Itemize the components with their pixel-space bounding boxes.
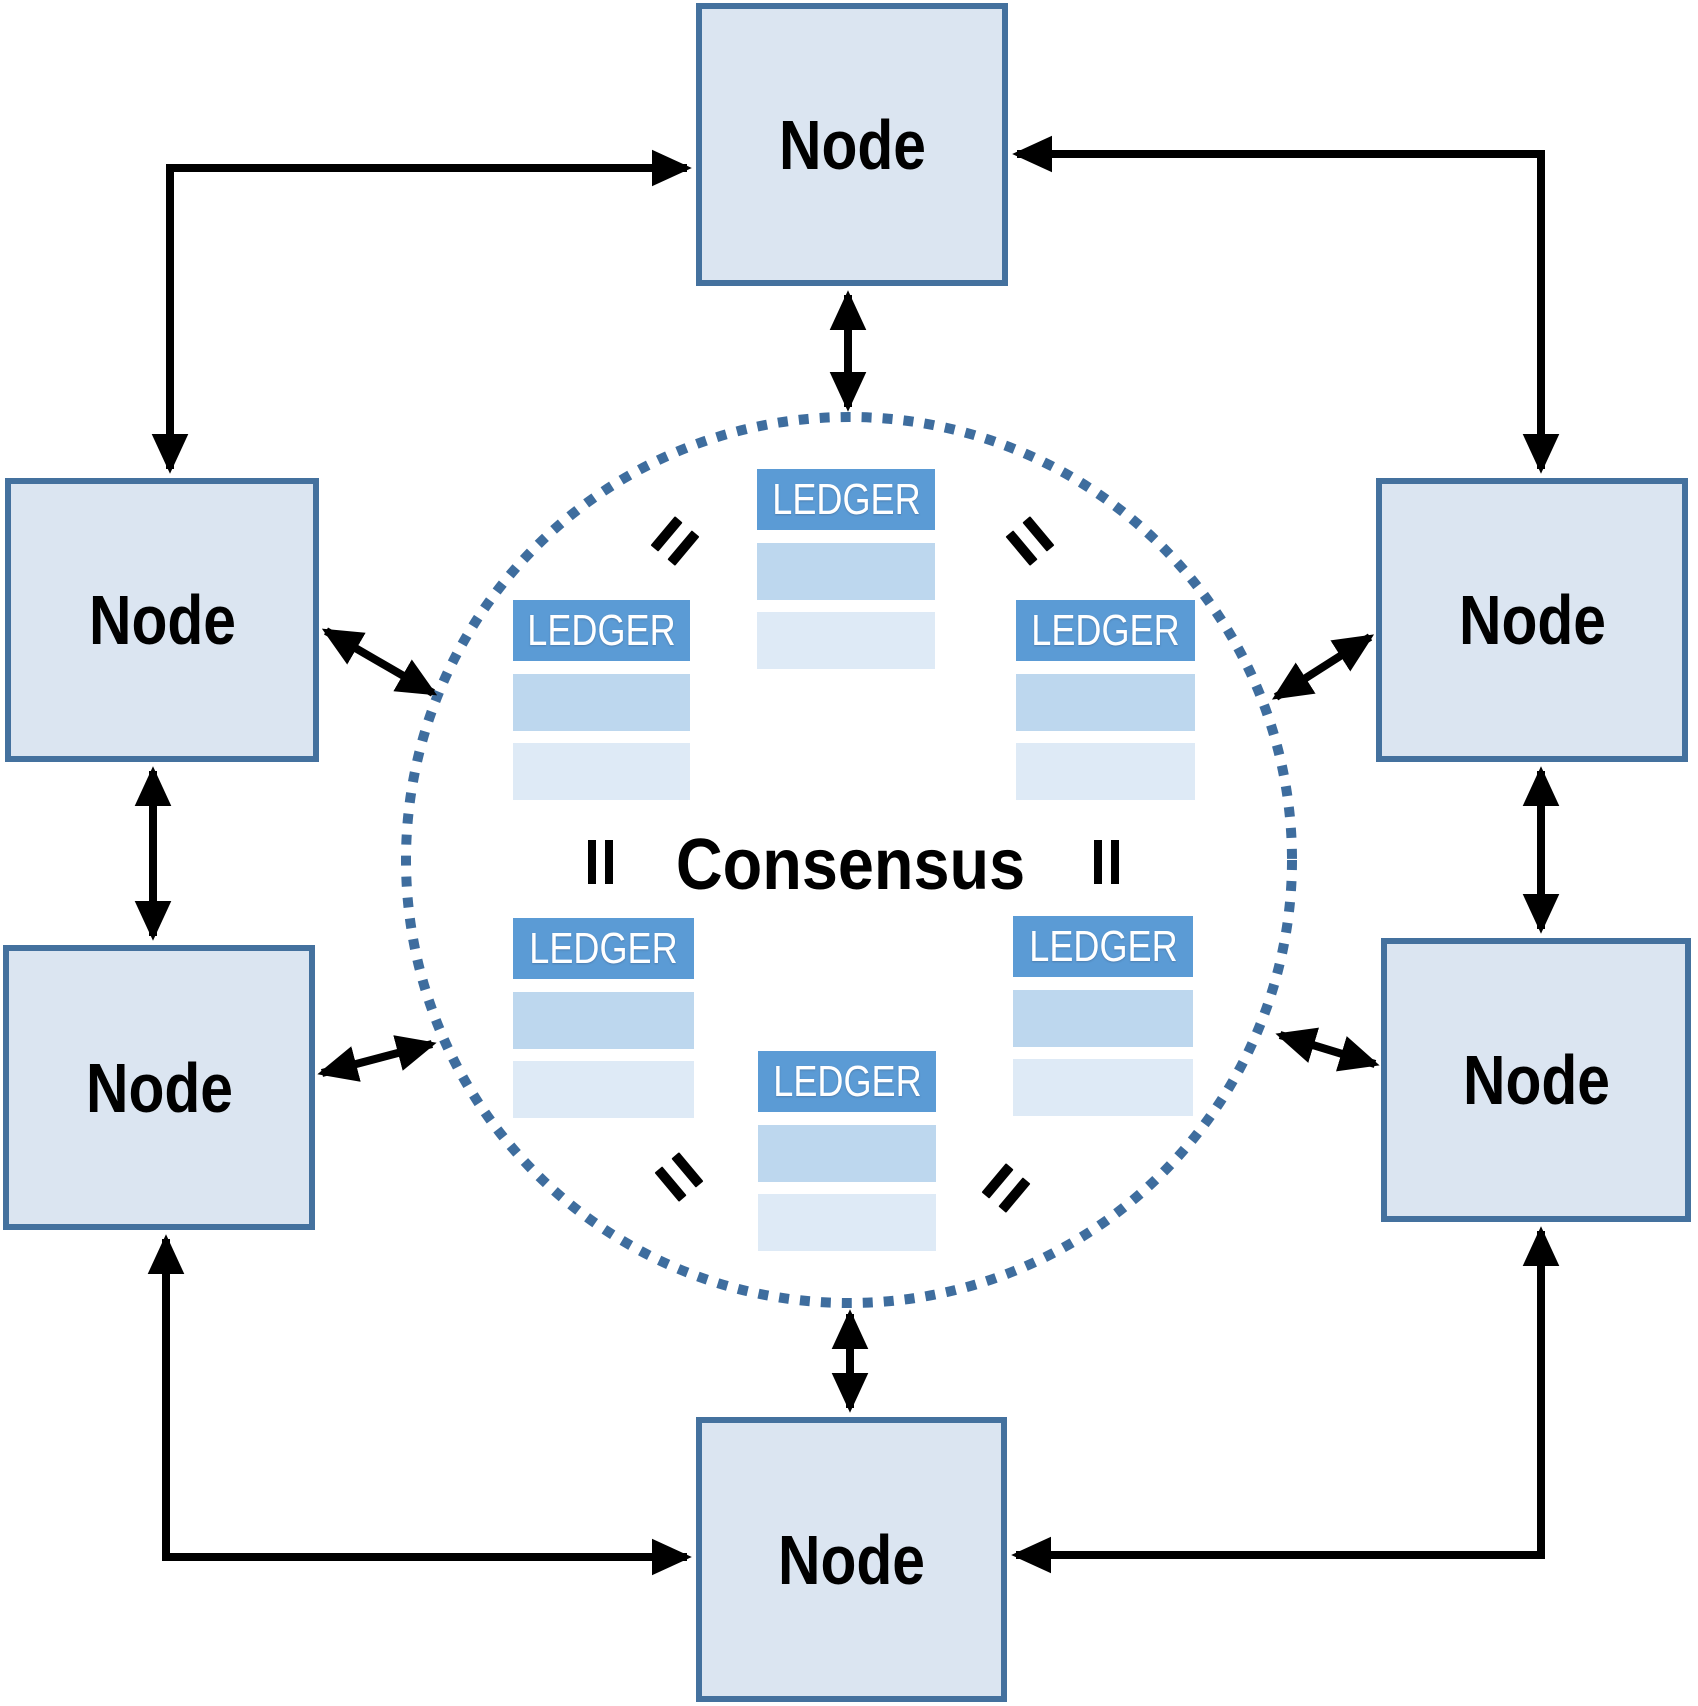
arrow-upperleft-node-circle [321, 627, 438, 697]
ledger-row [1013, 990, 1193, 1047]
ledger-table-upper-left: LEDGER [513, 600, 690, 812]
ledger-row [513, 674, 690, 731]
node-box-top: Node [696, 3, 1008, 286]
arrows [134, 135, 1560, 1576]
ledger-row [757, 543, 935, 600]
ledger-header-label: LEDGER [1028, 921, 1178, 971]
arrow-upperright-node-circle [1271, 633, 1375, 701]
ledger-header: LEDGER [758, 1051, 936, 1112]
ledger-header-label: LEDGER [772, 1056, 922, 1106]
ledger-table-bottom: LEDGER [758, 1051, 936, 1263]
ledger-table-lower-left: LEDGER [513, 918, 694, 1130]
node-label: Node [1458, 581, 1606, 659]
node-label: Node [778, 1520, 925, 1599]
ledger-row [757, 612, 935, 669]
node-label: Node [85, 1048, 233, 1127]
ledger-header-label: LEDGER [771, 474, 921, 524]
node-box-lower-right: Node [1381, 938, 1691, 1222]
ledger-row [1016, 743, 1195, 800]
ledger-row [758, 1194, 936, 1251]
ledger-header: LEDGER [1016, 600, 1195, 661]
ledger-row [513, 992, 694, 1049]
node-label: Node [778, 105, 926, 184]
ledger-header: LEDGER [757, 469, 935, 530]
node-box-upper-left: Node [5, 478, 319, 762]
equals-icon-middle-right [1094, 840, 1119, 884]
ledger-row [1013, 1059, 1193, 1116]
ledger-table-upper-right: LEDGER [1016, 600, 1195, 812]
ledger-row [758, 1125, 936, 1182]
ledger-header-label: LEDGER [529, 923, 678, 973]
ledger-header-label: LEDGER [1031, 605, 1180, 655]
node-box-upper-right: Node [1376, 478, 1688, 762]
ledger-header: LEDGER [513, 600, 690, 661]
arrow-lowerleft-node-circle [317, 1035, 437, 1082]
ledger-table-top: LEDGER [757, 469, 935, 681]
ledger-row [513, 1061, 694, 1118]
ledger-header: LEDGER [513, 918, 694, 979]
node-label: Node [88, 581, 236, 659]
equals-icon-middle-left [588, 840, 613, 884]
consensus-circle [401, 412, 1297, 1308]
ledger-header-label: LEDGER [527, 605, 676, 655]
ledger-table-lower-right: LEDGER [1013, 916, 1193, 1128]
node-label: Node [1462, 1041, 1610, 1119]
arrow-lowerright-node-circle [1275, 1027, 1380, 1072]
ledger-row [513, 743, 690, 800]
node-box-bottom: Node [696, 1417, 1007, 1702]
node-box-lower-left: Node [3, 945, 315, 1230]
ledger-row [1016, 674, 1195, 731]
ledger-header: LEDGER [1013, 916, 1193, 977]
consensus-title: Consensus [675, 825, 1026, 905]
